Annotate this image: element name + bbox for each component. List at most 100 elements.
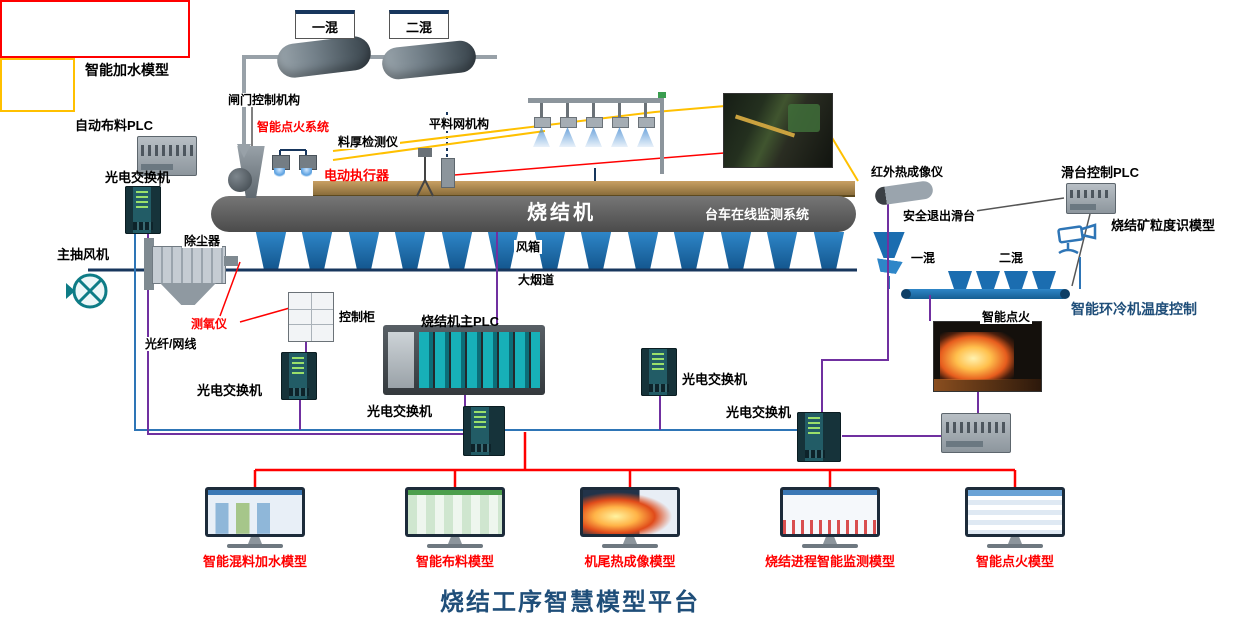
- main-fan-icon: [66, 273, 108, 309]
- monitor-distribution: [405, 487, 505, 549]
- monitor-label-thermal: 机尾热成像模型: [584, 554, 676, 569]
- windbox: [301, 232, 333, 269]
- monitor-label-mixing-water: 智能混料加水模型: [202, 554, 308, 569]
- windbox: [394, 232, 426, 269]
- main-plc-label: 烧结机主PLC: [421, 314, 500, 329]
- water-spray: [559, 127, 576, 147]
- monitor-screen: [580, 487, 680, 537]
- mixer2-tag: 二混: [389, 10, 449, 39]
- monitor-screen: [780, 487, 880, 537]
- mixer1-drum: [275, 34, 373, 80]
- monitor-process-monitoring: [780, 487, 880, 549]
- main-fan-label: 主抽风机: [57, 247, 110, 262]
- main-plc-device: [383, 325, 545, 395]
- optical-switch-label-center: 光电交换机: [367, 404, 433, 419]
- monitor-screen: [965, 487, 1065, 537]
- remote-plc-device: [941, 413, 1011, 453]
- water-sprayer-assembly: [528, 92, 670, 178]
- monitor-label-distribution: 智能布料模型: [415, 554, 495, 569]
- infrared-imager-device: [874, 180, 934, 206]
- sprayer-head: [586, 117, 603, 128]
- monitor-base: [802, 544, 858, 548]
- mixer2-label: 二混: [405, 19, 432, 35]
- feed-roller: [228, 168, 252, 192]
- sprayer-post: [660, 92, 664, 174]
- dust-body: [152, 246, 226, 284]
- windbox: [766, 232, 798, 269]
- windbox-label: 风箱: [514, 240, 543, 255]
- optical-switch-device-center: [463, 406, 505, 456]
- monitor-stand: [623, 537, 637, 544]
- monitor-thermal-imaging: [580, 487, 680, 549]
- dust-collector-label: 除尘器: [182, 234, 223, 249]
- mixer2-drum: [380, 39, 478, 81]
- page-title: 烧结工序智慧模型平台: [440, 589, 700, 616]
- monitor-stand: [823, 537, 837, 544]
- monitor-base: [427, 544, 483, 548]
- sprayer-unit: [584, 103, 604, 173]
- igniter-unit: [272, 155, 290, 177]
- igniter-unit: [299, 155, 317, 177]
- monitor-stand: [1008, 537, 1022, 544]
- monitor-stand: [448, 537, 462, 544]
- ignition-system-box: [0, 58, 75, 112]
- ignition-label: 智能点火: [980, 310, 1033, 325]
- particle-camera-icon: [1057, 223, 1097, 255]
- sprayer-head: [534, 117, 551, 128]
- sprayer-unit: [636, 103, 656, 173]
- sprayer-unit: [532, 103, 552, 173]
- ignition-system-label: 智能点火系统: [257, 120, 330, 134]
- monitor-screen: [405, 487, 505, 537]
- dust-outlet: [224, 256, 238, 266]
- plc-io-modules: [419, 332, 540, 388]
- monitor-mixing-water: [205, 487, 305, 549]
- mixer1-label: 一混: [311, 19, 338, 35]
- windbox: [580, 232, 612, 269]
- cooler-hopper: [948, 271, 972, 289]
- right-mixer1-label: 一混: [911, 251, 936, 265]
- sprayer-unit: [610, 103, 630, 173]
- control-cabinet-device: [288, 292, 334, 342]
- optical-switch-label-left: 光电交换机: [105, 170, 171, 185]
- ignition-flame-photo: [933, 321, 1042, 392]
- sprayer-unit: [558, 103, 578, 173]
- water-spray: [533, 127, 550, 147]
- cooler-hopper: [1032, 271, 1056, 289]
- monitor-base: [987, 544, 1043, 548]
- sprayer-pipe: [566, 103, 569, 117]
- sprayer-pipe: [540, 103, 543, 117]
- machine-name: 烧结机: [527, 202, 596, 224]
- windbox: [627, 232, 659, 269]
- leveling-mechanism-label: 平料网机构: [427, 117, 492, 132]
- monitor-stand: [248, 537, 262, 544]
- windbox: [441, 232, 473, 269]
- water-spray: [585, 127, 602, 147]
- distribution-plc-device: [137, 136, 197, 176]
- windbox: [255, 232, 287, 269]
- oxygen-meter-label: 测氧仪: [189, 317, 230, 332]
- water-model-label: 智能加水模型: [85, 62, 169, 78]
- windbox: [348, 232, 380, 269]
- safe-exit-slide: [875, 258, 903, 274]
- flue-label: 大烟道: [516, 273, 557, 288]
- trolley-monitor-label: 台车在线监测系统: [705, 207, 810, 222]
- monitor-base: [602, 544, 658, 548]
- slide-plc-label: 滑台控制PLC: [1061, 165, 1140, 180]
- monitor-base: [227, 544, 283, 548]
- thickness-detector-icon: [416, 148, 434, 197]
- sprayer-head: [612, 117, 629, 128]
- water-spray: [637, 127, 654, 147]
- monitor-label-ignition: 智能点火模型: [975, 554, 1055, 569]
- sprayer-pipe: [644, 103, 647, 117]
- optical-switch-device-left: [125, 186, 161, 234]
- particle-model-label: 烧结矿粒度识模型: [1111, 218, 1216, 233]
- control-cabinet-label: 控制柜: [337, 310, 378, 325]
- sintering-machine-body: [211, 196, 856, 232]
- platform-bus-red: [253, 432, 1017, 487]
- mixer1-tag: 一混: [295, 10, 355, 39]
- optical-switch-label-mid: 光电交换机: [197, 383, 263, 398]
- cooler-control-label: 智能环冷机温度控制: [1071, 301, 1197, 317]
- sprayer-head: [560, 117, 577, 128]
- actuator-label: 电动执行器: [324, 168, 390, 183]
